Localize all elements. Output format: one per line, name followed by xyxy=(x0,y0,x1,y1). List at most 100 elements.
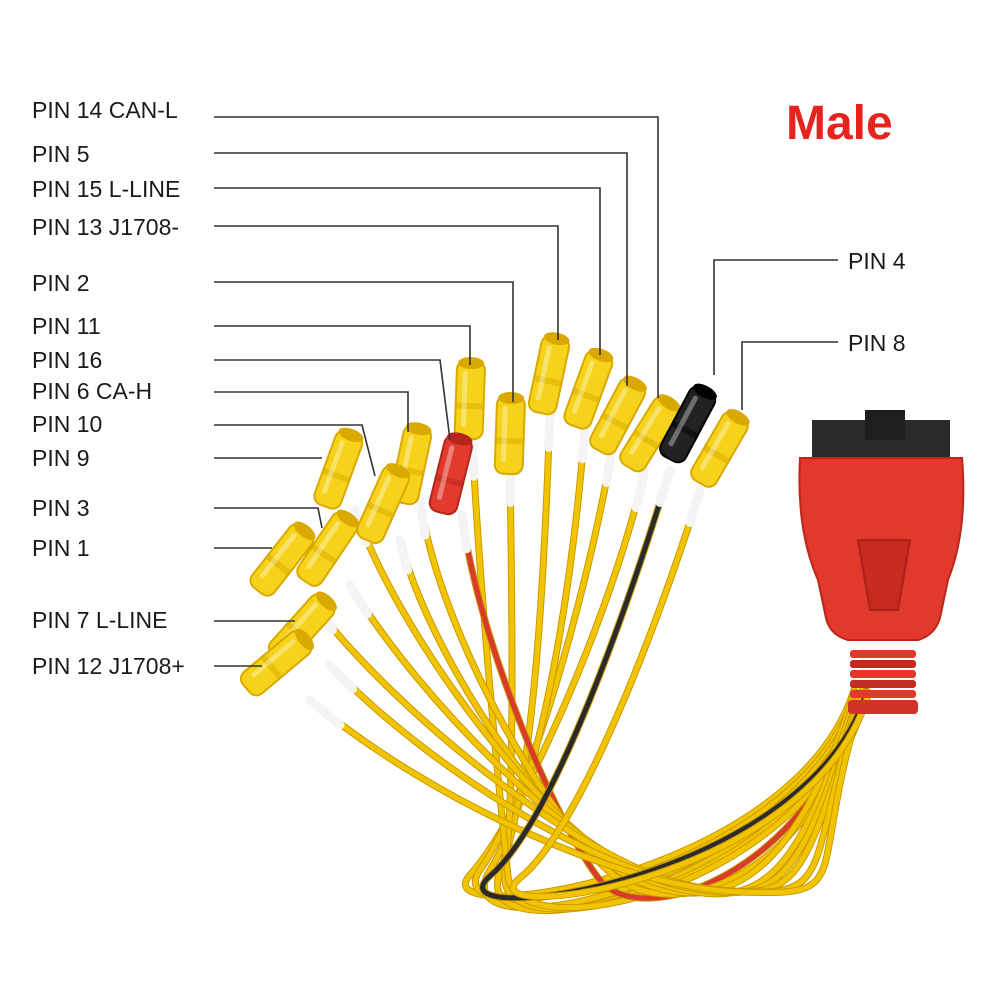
sleeve-pin4 xyxy=(655,465,675,507)
leader-line-pin3 xyxy=(214,507,323,529)
plug-pin15 xyxy=(563,347,614,430)
plug-ring-pin2 xyxy=(494,437,525,445)
plug-pin9 xyxy=(313,427,364,510)
plug-tip-pin11 xyxy=(458,357,485,370)
plug-tip-pin9 xyxy=(338,427,364,443)
plug-highlight-pin4 xyxy=(668,395,698,447)
connector-rib xyxy=(850,660,916,668)
plug-highlight-pin10 xyxy=(365,475,392,528)
wire-pin4 xyxy=(480,467,869,901)
plug-highlight-pin14 xyxy=(629,406,662,455)
pin-label-pin1: PIN 1 xyxy=(32,535,90,561)
sleeve-pin8 xyxy=(685,485,705,527)
pin-label-pin13: PIN 13 J1708- xyxy=(32,214,180,240)
plug-pin13 xyxy=(527,332,571,416)
plug-highlight-pin8 xyxy=(699,420,731,471)
pin-label-pin8: PIN 8 xyxy=(848,330,906,356)
plug-pin12 xyxy=(239,628,315,697)
wire-pin12 xyxy=(307,689,867,896)
sleeve-pin14 xyxy=(631,465,650,512)
leader-line-pin5 xyxy=(214,152,628,386)
plug-pin5 xyxy=(589,375,647,456)
wire-pin8 xyxy=(510,487,871,899)
pin-label-pin10: PIN 10 xyxy=(32,411,103,437)
plug-pin2 xyxy=(493,392,526,476)
pin-label-pin14: PIN 14 CAN-L xyxy=(32,97,178,123)
plug-highlight-pin16 xyxy=(436,445,455,500)
plug-tip-pin6 xyxy=(405,422,432,436)
connector-strain-relief xyxy=(848,700,918,714)
plug-body-pin2 xyxy=(493,394,526,476)
plug-tip-pin7 xyxy=(315,591,337,611)
wire-bundle xyxy=(305,405,872,914)
sleeve-pin6 xyxy=(415,495,430,540)
plug-pin16 xyxy=(428,432,473,516)
plug-pin4 xyxy=(659,383,717,464)
plug-tip-pin16 xyxy=(447,432,473,446)
connector-key xyxy=(865,410,905,440)
pin-label-pin7: PIN 7 L-LINE xyxy=(32,607,168,633)
sleeve-pin5 xyxy=(602,445,617,487)
leader-line-pin16 xyxy=(214,359,451,441)
plug-highlight-pin3 xyxy=(306,521,341,570)
leader-line-pin15 xyxy=(214,187,601,355)
connector-grip xyxy=(856,539,912,611)
plug-tip-pin12 xyxy=(294,628,315,651)
pin-label-pin4: PIN 4 xyxy=(848,248,906,274)
plug-ring-pin8 xyxy=(702,444,731,465)
plug-tip-pin8 xyxy=(726,408,750,426)
leader-line-pin13 xyxy=(214,225,559,340)
obd-connector xyxy=(798,410,965,714)
connector-rib xyxy=(850,680,916,688)
wire-pin14 xyxy=(463,467,857,899)
plug-ring-pin12 xyxy=(259,653,284,681)
sleeve-pin12 xyxy=(305,695,345,730)
plug-pin10 xyxy=(356,463,411,545)
plug-highlight-pin1 xyxy=(259,532,297,579)
leader-line-pin4 xyxy=(713,259,838,375)
pin-label-pin11: PIN 11 xyxy=(32,313,101,339)
banana-plugs xyxy=(239,332,750,697)
sleeve-pin3 xyxy=(345,580,372,619)
plug-ring-pin5 xyxy=(600,412,630,432)
sleeve-pin13 xyxy=(544,405,555,452)
plug-tip-pin5 xyxy=(623,375,647,392)
pin-label-pin2: PIN 2 xyxy=(32,270,90,296)
plug-body-pin11 xyxy=(453,359,486,441)
sleeve-pin15 xyxy=(578,420,590,464)
plug-pin1 xyxy=(249,521,316,597)
pin-label-pin9: PIN 9 xyxy=(32,445,90,471)
connector-rib xyxy=(850,690,916,698)
plug-ring-pin9 xyxy=(321,467,352,484)
plug-tip-pin13 xyxy=(543,332,570,346)
plug-tip-pin15 xyxy=(588,347,614,363)
plug-highlight-pin2 xyxy=(500,405,508,462)
leader-line-pin8 xyxy=(741,341,838,410)
connector-rib xyxy=(850,670,916,678)
plug-ring-pin10 xyxy=(365,501,396,519)
pin-label-pin5: PIN 5 xyxy=(32,141,90,167)
plug-ring-pin4 xyxy=(670,420,700,440)
plug-ring-pin16 xyxy=(434,474,465,488)
plug-pin8 xyxy=(690,408,750,488)
plug-tip-pin2 xyxy=(498,392,525,405)
plug-tip-pin3 xyxy=(336,509,360,528)
connector-rib xyxy=(850,650,916,658)
plug-ring-pin15 xyxy=(571,387,602,404)
plug-tip-pin1 xyxy=(293,521,316,541)
sleeve-pin16 xyxy=(457,510,471,554)
plug-ring-pin14 xyxy=(631,428,661,450)
wire-pin16 xyxy=(459,512,869,901)
plug-highlight-pin5 xyxy=(598,387,628,439)
leader-line-pin11 xyxy=(214,325,471,365)
plug-tip-pin10 xyxy=(385,463,411,479)
sleeve-pin10 xyxy=(395,535,412,575)
pin-label-pin6: PIN 6 CA-H xyxy=(32,378,153,404)
plug-ring-pin13 xyxy=(532,374,564,387)
sleeve-pin7 xyxy=(325,660,357,694)
plug-tip-pin4 xyxy=(693,383,717,400)
plug-highlight-pin12 xyxy=(251,639,296,678)
pin-label-pin15: PIN 15 L-LINE xyxy=(32,176,181,202)
plug-pin11 xyxy=(453,357,486,441)
